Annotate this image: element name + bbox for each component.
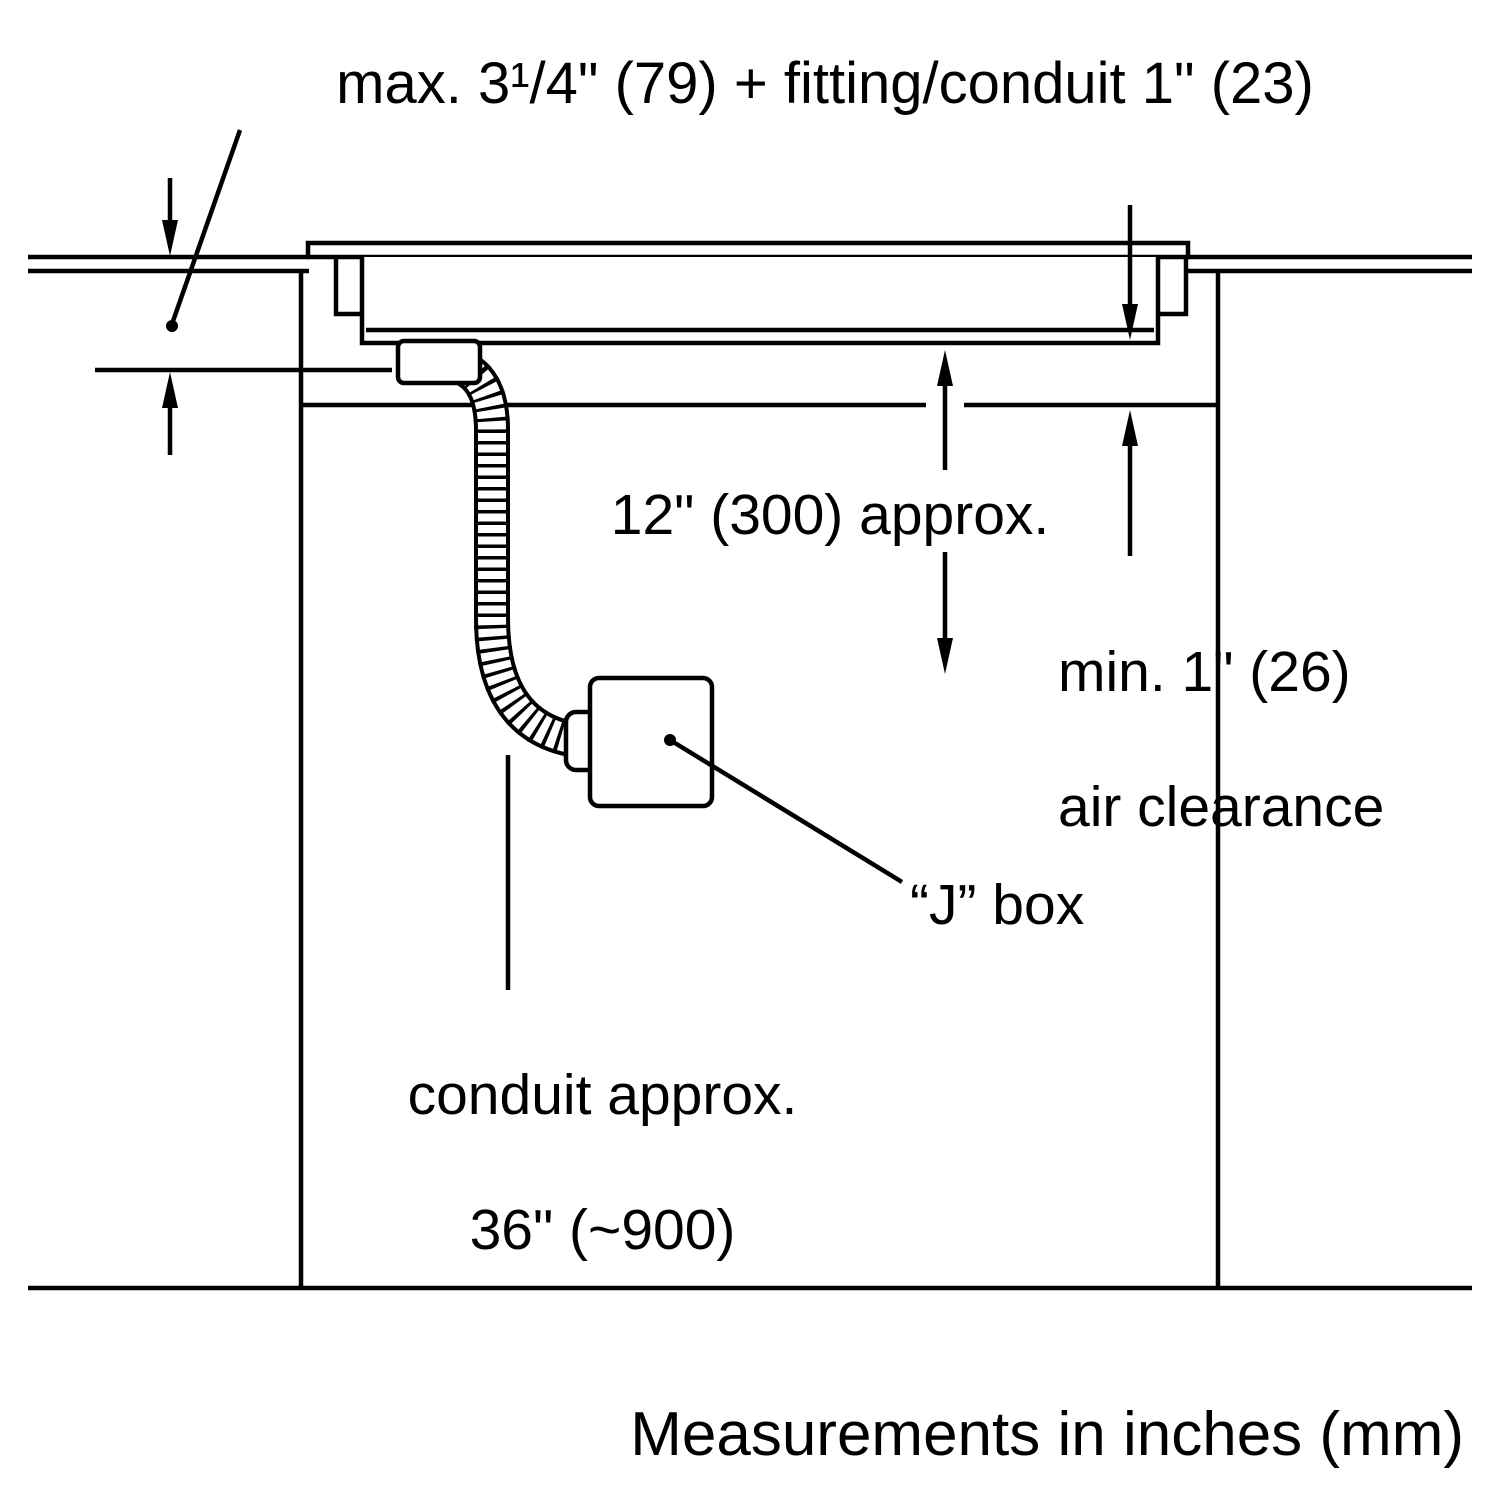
distance-12-label: 12" (300) approx. <box>610 483 1050 547</box>
jbox-body <box>587 675 715 809</box>
cabinet <box>28 271 1472 1291</box>
jbox-leader-line <box>664 734 904 884</box>
cooktop-profile <box>305 240 1191 386</box>
flexible-conduit <box>449 347 603 760</box>
cooktop-underside-arrow <box>1122 205 1138 340</box>
countertop <box>28 254 1472 274</box>
conduit-label-line2: 36" (~900) <box>469 1197 736 1262</box>
footer-note: Measurements in inches (mm) <box>630 1400 1464 1469</box>
jbox-label: “J” box <box>910 873 1085 937</box>
conduit-label: conduit approx. 36" (~900) <box>360 995 845 1331</box>
air-clearance-arrow <box>1122 410 1138 556</box>
max-depth-label: max. 3¹/4" (79) + fitting/conduit 1" (23… <box>336 51 1314 116</box>
conduit-label-line1: conduit approx. <box>407 1063 798 1128</box>
air-clearance-label-line1: min. 1" (26) <box>1058 640 1351 705</box>
air-clearance-label-line2: air clearance <box>1058 774 1385 839</box>
depth-dimension <box>95 129 392 455</box>
conduit-fitting <box>395 338 483 386</box>
air-clearance-label: min. 1" (26) air clearance <box>1058 572 1384 908</box>
distance-12-arrows <box>937 350 953 674</box>
junction-box <box>563 675 715 809</box>
